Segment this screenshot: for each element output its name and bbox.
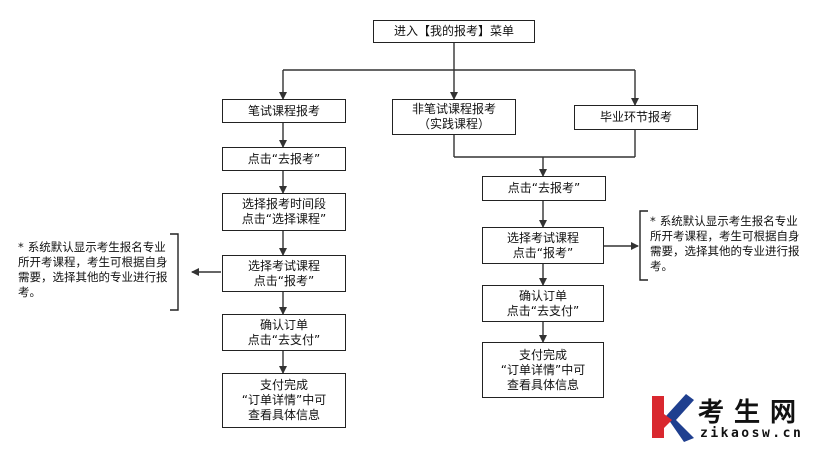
non-written-registration-box: 非笔试课程报考 （实践课程） — [392, 99, 516, 135]
right-note-text: 系统默认显示考生报名专业所开考课程，考生可根据自身需要，选择其他的专业进行报考。 — [650, 214, 800, 273]
written-exam-registration-box: 笔试课程报考 — [222, 99, 346, 123]
right-go-register-box: 点击“去报考” — [482, 176, 606, 201]
right-note-bracket — [639, 210, 648, 281]
logo-url-text: zikaosw.cn — [700, 426, 804, 441]
right-confirm-order-box: 确认订单 点击“去支付” — [482, 285, 604, 322]
left-note: *系统默认显示考生报名专业所开考课程，考生可根据自身需要，选择其他的专业进行报考… — [18, 240, 170, 300]
menu-entry-box: 进入【我的报考】菜单 — [373, 20, 535, 43]
left-note-bracket — [170, 233, 179, 311]
right-payment-complete-box: 支付完成 “订单详情”中可 查看具体信息 — [482, 342, 604, 398]
graduation-registration-box: 毕业环节报考 — [574, 105, 698, 130]
right-note: *系统默认显示考生报名专业所开考课程，考生可根据自身需要，选择其他的专业进行报考… — [650, 214, 806, 274]
left-confirm-order-box: 确认订单 点击“去支付” — [222, 314, 346, 351]
right-note-star: * — [650, 214, 656, 228]
right-select-course-box: 选择考试课程 点击“报考” — [482, 227, 604, 264]
logo-brand-text: 考生网 — [698, 398, 807, 428]
left-go-register-box: 点击“去报考” — [222, 147, 346, 171]
left-payment-complete-box: 支付完成 “订单详情”中可 查看具体信息 — [222, 373, 346, 428]
left-note-star: * — [18, 240, 24, 254]
left-note-text: 系统默认显示考生报名专业所开考课程，考生可根据自身需要，选择其他的专业进行报考。 — [18, 240, 168, 299]
left-select-course-box: 选择考试课程 点击“报考” — [222, 255, 346, 292]
select-period-box: 选择报考时间段 点击“选择课程” — [222, 193, 346, 231]
zikaosw-logo: 考生网 zikaosw.cn — [650, 392, 830, 450]
k-logo-icon — [652, 394, 694, 442]
